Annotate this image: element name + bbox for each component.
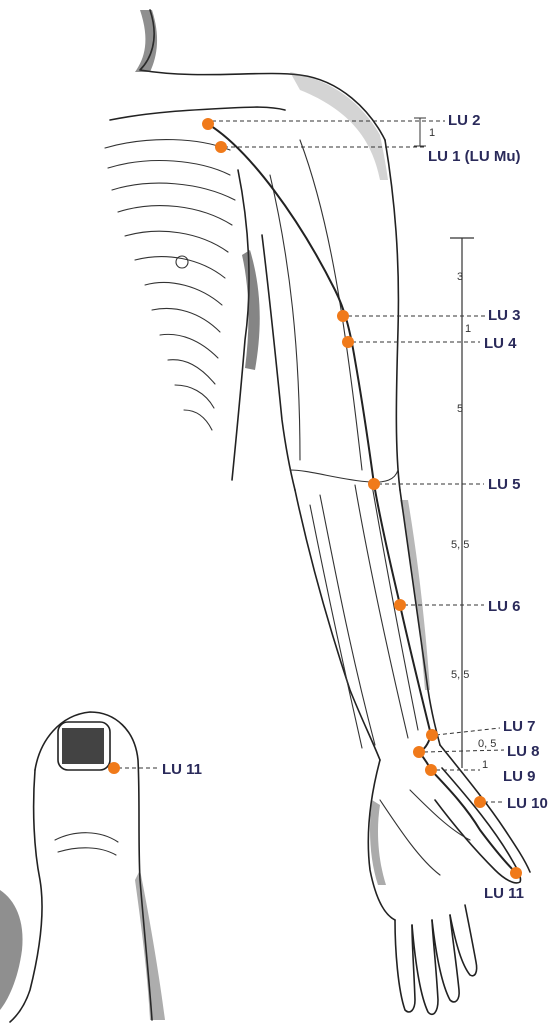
measure-axilla-lu3: 3 (457, 271, 463, 283)
point-labels: LU 2 LU 1 (LU Mu) LU 3 LU 4 LU 5 LU 6 LU… (162, 112, 548, 902)
point-lu8 (413, 746, 425, 758)
measure-lu8-lu9: 1 (482, 759, 488, 771)
label-lu10: LU 10 (507, 795, 548, 812)
label-lu6: LU 6 (488, 598, 521, 615)
label-lu11: LU 11 (484, 885, 524, 902)
point-lu1 (215, 141, 227, 153)
measure-lu7-lu8: 0, 5 (478, 738, 496, 750)
measure-lu6-lu7: 5, 5 (451, 669, 469, 681)
label-lu9: LU 9 (503, 768, 536, 785)
label-lu3: LU 3 (488, 307, 521, 324)
label-lu4: LU 4 (484, 335, 517, 352)
label-lu2: LU 2 (448, 112, 481, 129)
point-lu10 (474, 796, 486, 808)
point-lu2 (202, 118, 214, 130)
measure-lu5-lu6: 5, 5 (451, 539, 469, 551)
label-lu7: LU 7 (503, 718, 536, 735)
measure-lu3-lu4: 1 (465, 323, 471, 335)
measure-lu1-lu2: 1 (429, 127, 435, 139)
label-lu5: LU 5 (488, 476, 521, 493)
point-lu4 (342, 336, 354, 348)
point-lu6 (394, 599, 406, 611)
point-lu5 (368, 478, 380, 490)
point-lu3 (337, 310, 349, 322)
thumb-point-lu11 (108, 762, 120, 774)
label-lu1: LU 1 (LU Mu) (428, 148, 520, 165)
point-lu7 (426, 729, 438, 741)
leader-lines (118, 121, 504, 802)
measure-lu4-lu5: 5 (457, 403, 463, 415)
label-thumb-lu11: LU 11 (162, 761, 202, 778)
meridian-line (208, 124, 516, 873)
point-lu9 (425, 764, 437, 776)
label-lu8: LU 8 (507, 743, 540, 760)
point-lu11 (510, 867, 522, 879)
